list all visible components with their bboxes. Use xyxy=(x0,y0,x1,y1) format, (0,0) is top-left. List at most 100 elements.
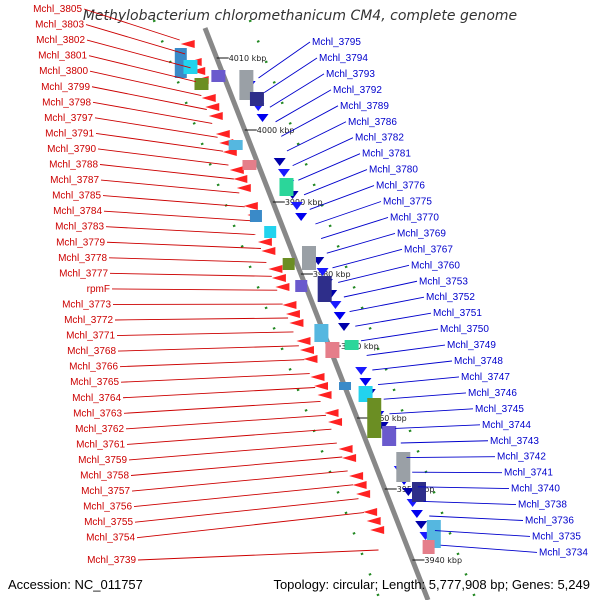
leader-line-right xyxy=(269,73,325,108)
leader-line-left xyxy=(128,442,337,461)
gene-label-left: Mchl_3802 xyxy=(36,35,85,46)
leader-line-left xyxy=(95,132,224,152)
genome-backbone xyxy=(202,27,431,600)
forward-gene-arrow xyxy=(282,301,297,309)
leader-line-right xyxy=(372,360,453,371)
forward-gene-arrow xyxy=(205,103,220,111)
gene-label-right: Mchl_3745 xyxy=(475,404,524,415)
gene-label-left: Mchl_3754 xyxy=(86,533,135,544)
leader-line-left xyxy=(89,70,202,97)
forward-gene-arrow xyxy=(261,247,276,255)
leader-line-right xyxy=(303,169,368,196)
gene-label-left: Mchl_3803 xyxy=(35,20,84,31)
leader-line-left xyxy=(114,317,289,321)
gene-block xyxy=(317,276,332,302)
gene-label-left: Mchl_3757 xyxy=(81,486,130,497)
gene-label-right: Mchl_3794 xyxy=(319,53,368,64)
leader-line-right xyxy=(338,264,410,283)
gene-label-right: Mchl_3769 xyxy=(397,228,446,239)
gene-label-right: Mchl_3775 xyxy=(383,197,432,208)
gene-block xyxy=(249,210,262,222)
forward-gene-arrow xyxy=(268,265,283,273)
leader-line-left xyxy=(105,226,256,236)
forward-gene-arrow xyxy=(233,175,248,183)
gene-label-left: Mchl_3805 xyxy=(33,4,82,15)
gene-label-left: Mchl_3739 xyxy=(87,555,136,566)
leader-line-right xyxy=(326,232,396,254)
gene-label-left: Mchl_3766 xyxy=(69,362,118,373)
leader-line-left xyxy=(117,345,299,352)
gene-label-right: Mchl_3776 xyxy=(376,181,425,192)
gene-label-left: Mchl_3798 xyxy=(42,97,91,108)
gene-label-left: Mchl_3783 xyxy=(55,222,104,233)
gene-block xyxy=(367,398,382,438)
reverse-gene-arrow xyxy=(410,510,423,518)
gene-label-right: Mchl_3782 xyxy=(355,133,404,144)
leader-line-right xyxy=(275,89,332,123)
gene-label-left: Mchl_3759 xyxy=(78,455,127,466)
gene-block xyxy=(396,452,411,482)
leader-line-left xyxy=(136,512,364,539)
gene-label-left: Mchl_3764 xyxy=(72,393,121,404)
leader-line-left xyxy=(91,86,207,110)
gene-label-right: Mchl_3748 xyxy=(454,356,503,367)
leader-line-left xyxy=(83,8,180,41)
leader-line-right xyxy=(406,456,496,459)
leader-line-right xyxy=(360,328,439,342)
leader-line-left xyxy=(133,484,354,508)
leader-line-right xyxy=(400,440,489,444)
gene-label-left: Mchl_3777 xyxy=(59,268,108,279)
forward-gene-arrow xyxy=(356,490,371,498)
gene-block xyxy=(211,70,226,82)
tick-label: 4010 kbp xyxy=(229,54,267,63)
gene-label-left: Mchl_3758 xyxy=(80,471,129,482)
reverse-gene-arrow xyxy=(290,202,303,210)
forward-gene-arrow xyxy=(303,355,318,363)
tick-label: 3960 kbp xyxy=(369,414,407,423)
leader-line-right xyxy=(292,137,354,167)
forward-gene-arrow xyxy=(289,319,304,327)
gene-label-right: Mchl_3738 xyxy=(518,500,567,511)
leader-line-left xyxy=(92,101,213,124)
gene-label-left: Mchl_3791 xyxy=(45,128,94,139)
gene-label-left: rpmF xyxy=(87,284,110,295)
gene-label-right: Mchl_3786 xyxy=(348,117,397,128)
gene-block xyxy=(228,140,243,150)
gene-block xyxy=(295,280,308,292)
forward-gene-arrow xyxy=(243,202,258,210)
gene-label-right: Mchl_3789 xyxy=(340,101,389,112)
forward-gene-arrow xyxy=(363,508,378,516)
reverse-gene-arrow xyxy=(295,213,308,221)
leader-line-right xyxy=(315,201,382,225)
leader-line-right xyxy=(258,41,311,79)
leader-line-left xyxy=(106,241,261,249)
gene-label-right: Mchl_3760 xyxy=(411,260,460,271)
gene-label-right: Mchl_3749 xyxy=(447,340,496,351)
gene-label-right: Mchl_3767 xyxy=(404,244,453,255)
forward-gene-arrow xyxy=(338,445,353,453)
leader-line-right xyxy=(395,424,481,429)
leader-line-left xyxy=(108,257,267,263)
gene-label-right: Mchl_3734 xyxy=(539,547,588,558)
gene-block xyxy=(239,70,254,100)
gene-label-left: Mchl_3755 xyxy=(84,517,133,528)
tick-label: 3940 kbp xyxy=(424,556,462,565)
gene-label-right: Mchl_3750 xyxy=(440,324,489,335)
gene-label-right: Mchl_3743 xyxy=(490,436,539,447)
forward-gene-arrow xyxy=(191,67,206,75)
leader-line-right xyxy=(281,105,339,137)
reverse-gene-arrow xyxy=(316,268,329,276)
leader-line-left xyxy=(125,414,327,430)
reverse-gene-arrow xyxy=(333,312,346,320)
leader-line-right xyxy=(298,153,361,181)
gene-label-right: Mchl_3735 xyxy=(532,531,581,542)
leader-line-left xyxy=(137,549,379,561)
gene-label-right: Mchl_3744 xyxy=(482,420,531,431)
gene-label-left: Mchl_3784 xyxy=(53,206,102,217)
leader-line-right xyxy=(349,296,425,313)
tick-label: 4000 kbp xyxy=(257,126,295,135)
reverse-gene-arrow xyxy=(355,367,368,375)
gene-label-left: Mchl_3787 xyxy=(50,175,99,186)
leader-line-right xyxy=(263,57,318,93)
gene-label-left: Mchl_3788 xyxy=(49,160,98,171)
